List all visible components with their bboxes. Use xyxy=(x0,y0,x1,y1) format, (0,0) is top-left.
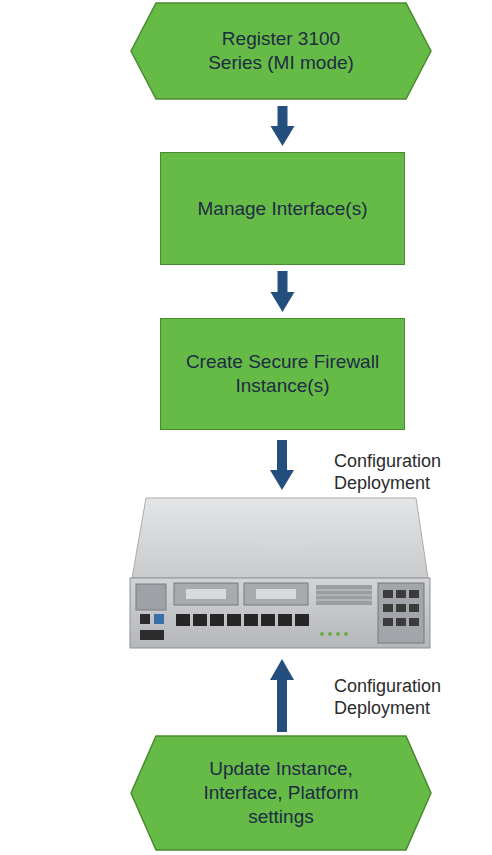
text-group: Create Secure Firewall Instance(s) xyxy=(185,350,380,398)
block-arrow xyxy=(270,440,294,490)
node-label: Register 3100 Series (MI mode) xyxy=(194,27,369,75)
flow-arrow xyxy=(271,106,295,146)
sfp-ports xyxy=(383,590,419,626)
arrow-head xyxy=(271,126,295,146)
vent-lines xyxy=(316,590,372,600)
text-group: Register 3100 Series (MI mode) xyxy=(194,27,369,75)
arrow-head xyxy=(271,292,295,312)
console-module xyxy=(136,584,166,610)
chassis-top xyxy=(132,498,428,578)
process-box: Create Secure Firewall Instance(s) xyxy=(160,318,405,430)
process-box: Manage Interface(s) xyxy=(160,152,405,265)
text-group: Manage Interface(s) xyxy=(197,197,367,221)
node-label: Update Instance, Interface, Platform set… xyxy=(200,757,362,828)
block-arrow xyxy=(270,659,294,732)
arrow-shaft xyxy=(278,106,288,127)
arrow-shaft xyxy=(278,271,288,293)
chassis-front xyxy=(130,578,430,648)
text-group: Update Instance, Interface, Platform set… xyxy=(200,757,362,828)
port xyxy=(140,614,150,624)
usb-port xyxy=(154,614,164,624)
end-hexagon: Update Instance, Interface, Platform set… xyxy=(130,735,432,851)
network-module-slot xyxy=(244,583,308,605)
network-module-slot xyxy=(174,583,238,605)
logo-mark xyxy=(254,531,310,549)
connector-label: Configuration Deployment xyxy=(334,451,466,494)
connector-label: Configuration Deployment xyxy=(334,676,466,719)
rj45-ports xyxy=(176,614,309,626)
hexagon-shape xyxy=(131,736,431,850)
start-hexagon: Register 3100 Series (MI mode) xyxy=(130,2,432,100)
slot-cover xyxy=(256,589,296,599)
vent-grid xyxy=(316,585,372,605)
sfp-module xyxy=(378,583,424,643)
status-leds xyxy=(320,632,348,636)
node-label: Create Secure Firewall Instance(s) xyxy=(185,350,380,398)
hexagon-outline xyxy=(130,2,432,100)
port xyxy=(140,630,164,640)
flow-arrow xyxy=(271,271,295,312)
slot-cover xyxy=(186,589,226,599)
hexagon-outline xyxy=(130,735,432,851)
hexagon-shape xyxy=(131,3,431,99)
node-label: Manage Interface(s) xyxy=(197,197,367,221)
